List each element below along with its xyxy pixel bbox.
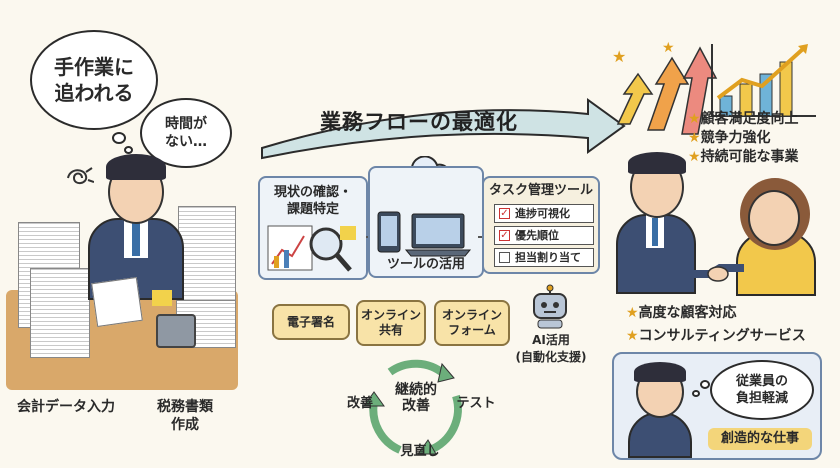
- benefits-top-list: ★顧客満足度向上 ★競争力強化 ★持続可能な事業: [688, 110, 838, 167]
- tool-e-signature-label: 電子署名: [286, 314, 335, 329]
- speech-dot: [700, 380, 710, 389]
- star-icon: ★: [626, 328, 639, 344]
- worker-hair: [634, 362, 686, 382]
- task-item: ✓ 進捗可視化: [494, 204, 594, 223]
- benefit-item-label: 競争力強化: [700, 130, 771, 146]
- benefit-item: ★持続可能な事業: [688, 148, 838, 167]
- task-item-label: 進捗可視化: [515, 207, 570, 220]
- accountant-hair: [106, 154, 166, 180]
- tools-label: ツールの活用: [386, 257, 465, 272]
- robot-icon: [533, 284, 567, 329]
- benefit-item: ★顧客満足度向上: [688, 110, 838, 129]
- checkbox-empty-icon: [499, 252, 510, 263]
- speech-dot: [692, 390, 700, 397]
- thought-bubble-small-text: 時間が ない…: [165, 116, 207, 150]
- client-man-hair: [628, 152, 686, 174]
- checkbox-checked-icon: ✓: [499, 230, 510, 241]
- thought-bubble-main-text: 手作業に 追われる: [54, 55, 134, 105]
- star-icon: ★: [688, 149, 701, 165]
- benefit-item: ★高度な顧客対応: [626, 304, 836, 323]
- ai-usage-label: AI活用 (自動化支援): [515, 333, 587, 364]
- caption-tax-docs: 税務書類 作成: [157, 399, 213, 433]
- task-item: 担当割り当て: [494, 248, 594, 267]
- flow-title: 業務フローの最適化: [320, 110, 518, 134]
- tools-panel: ツールの活用: [368, 166, 484, 278]
- current-state-title: 現状の確認・ 課題特定: [273, 185, 352, 217]
- magnifier-chart-icon: [267, 225, 356, 272]
- worker-relief-panel: 従業員の 負担軽減 創造的な仕事: [612, 352, 822, 460]
- worker-body: [628, 412, 692, 458]
- growth-arrows-icon: ★ ★: [612, 40, 718, 135]
- benefit-item-label: 持続可能な事業: [700, 149, 799, 165]
- benefit-item-label: 高度な顧客対応: [638, 305, 737, 321]
- bar-chart-icon: [711, 44, 816, 117]
- task-item-label: 優先順位: [515, 229, 559, 242]
- client-man-tie: [652, 218, 658, 246]
- benefit-item: ★コンサルティングサービス: [626, 327, 836, 346]
- checkbox-checked-icon: ✓: [499, 208, 510, 219]
- benefit-item-label: 顧客満足度向上: [700, 111, 799, 127]
- cycle-center-label: 継続的 改善: [395, 382, 437, 414]
- benefits-bottom-list: ★高度な顧客対応 ★コンサルティングサービス: [626, 304, 836, 346]
- cycle-review-label: 見直し: [400, 444, 440, 459]
- tool-e-signature: 電子署名: [272, 304, 350, 340]
- svg-text:★: ★: [662, 40, 675, 56]
- document-sheet: [91, 277, 143, 327]
- accountant-tie: [132, 222, 140, 256]
- client-woman-head: [748, 190, 800, 246]
- thought-dot: [124, 146, 133, 154]
- task-tool-panel: タスク管理ツール ✓ 進捗可視化 ✓ 優先順位 担当割り当て: [482, 176, 600, 274]
- task-item: ✓ 優先順位: [494, 226, 594, 245]
- star-icon: ★: [626, 305, 639, 321]
- tool-online-sharing-label: オンライン 共有: [360, 308, 421, 337]
- stress-scribble-icon: [67, 167, 94, 184]
- svg-text:★: ★: [612, 47, 626, 66]
- thought-bubble-main: 手作業に 追われる: [30, 30, 158, 130]
- current-state-panel: 現状の確認・ 課題特定: [258, 176, 368, 280]
- handshake-icon: [688, 264, 744, 282]
- cycle-improve-label: 改善: [346, 396, 373, 411]
- paper-stack: [30, 268, 90, 358]
- cycle-test-label: テスト: [456, 396, 496, 411]
- tool-online-sharing: オンライン 共有: [356, 300, 426, 346]
- calculator-icon: [156, 314, 196, 348]
- cycle-arrows-icon: [363, 359, 462, 455]
- tool-online-form-label: オンライン フォーム: [441, 308, 502, 337]
- tool-online-form: オンライン フォーム: [434, 300, 510, 346]
- task-item-label: 担当割り当て: [515, 251, 581, 264]
- creative-work-label: 創造的な仕事: [720, 431, 799, 446]
- caption-data-entry: 会計データ入力: [17, 399, 115, 415]
- benefit-item-label: コンサルティングサービス: [638, 328, 806, 344]
- benefit-item: ★競争力強化: [688, 129, 838, 148]
- task-tool-title: タスク管理ツール: [488, 183, 593, 198]
- connector-line: [478, 236, 484, 238]
- sticky-note: [152, 290, 172, 306]
- worker-speech-bubble: 従業員の 負担軽減: [710, 360, 814, 420]
- star-icon: ★: [688, 130, 701, 146]
- flow-arrow-icon: [261, 98, 626, 160]
- creative-work-badge: 創造的な仕事: [708, 428, 812, 450]
- devices-icon: [377, 211, 472, 257]
- star-icon: ★: [688, 111, 701, 127]
- worker-speech-text: 従業員の 負担軽減: [735, 374, 788, 406]
- thought-dot: [112, 132, 126, 144]
